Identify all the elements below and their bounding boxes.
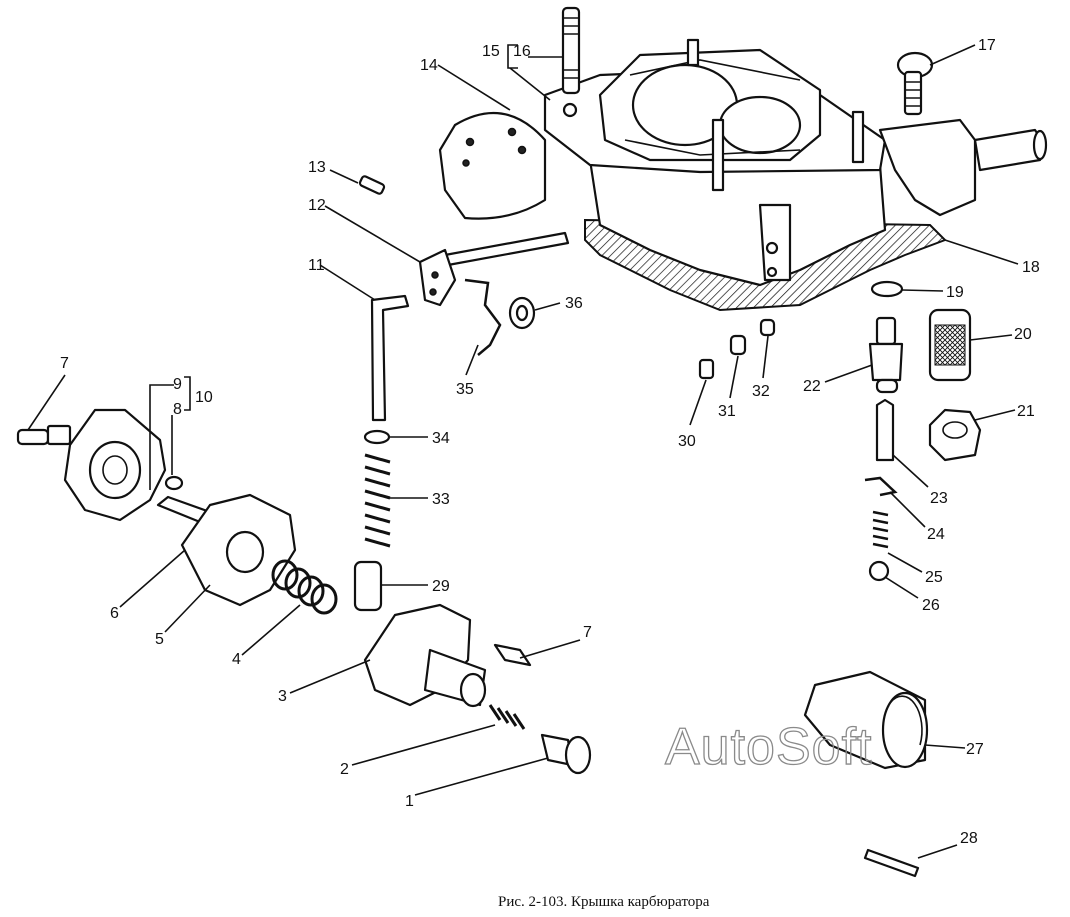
plug-31 xyxy=(729,334,747,356)
callout-label: 16 xyxy=(513,43,531,60)
callout-label: 17 xyxy=(978,37,996,54)
callout-label: 10 xyxy=(195,389,213,406)
callout-label: 27 xyxy=(966,741,984,758)
callout-label: 24 xyxy=(927,526,945,543)
screw-13 xyxy=(358,175,386,195)
callout-label: 31 xyxy=(718,403,736,420)
plug-32 xyxy=(759,318,776,337)
callout-label: 21 xyxy=(1017,403,1035,420)
figure-caption: Рис. 2-103. Крышка карбюратора xyxy=(498,894,710,910)
callout-label: 8 xyxy=(173,401,182,418)
bushing-29 xyxy=(353,560,383,612)
callout-label: 13 xyxy=(308,159,326,176)
callout-label: 19 xyxy=(946,284,964,301)
callout-label: 11 xyxy=(308,257,325,274)
callout-label: 32 xyxy=(752,383,770,400)
callout-label: 29 xyxy=(432,578,450,595)
side-bracket xyxy=(758,203,792,282)
spring-4 xyxy=(271,559,338,615)
callout-label: 12 xyxy=(308,197,326,214)
stud-16 xyxy=(561,6,581,95)
washer-19 xyxy=(870,280,904,298)
cover-plate-14 xyxy=(438,111,547,220)
callout-label: 26 xyxy=(922,597,940,614)
callout-label: 7 xyxy=(583,624,592,641)
washer-34 xyxy=(363,429,391,445)
callout-label: 22 xyxy=(803,378,821,395)
callout-label: 35 xyxy=(456,381,474,398)
housing-3 xyxy=(363,603,487,708)
screw-1 xyxy=(540,733,592,775)
callout-label: 20 xyxy=(1014,326,1032,343)
valve-seat-22 xyxy=(868,316,904,394)
screw-7-center xyxy=(493,643,532,667)
plug-30 xyxy=(698,358,715,380)
callout-label: 15 xyxy=(482,43,500,60)
fuel-inlet-boss xyxy=(878,118,977,217)
screw-7-left xyxy=(16,424,72,446)
leader-lines xyxy=(27,44,1019,859)
clip-24 xyxy=(864,476,898,497)
ring-8 xyxy=(164,475,184,491)
stud xyxy=(686,38,700,67)
screw-17 xyxy=(896,51,934,116)
callout-label: 7 xyxy=(60,355,69,372)
stud xyxy=(851,110,865,164)
callout-label: 1 xyxy=(405,793,414,810)
needle-23 xyxy=(875,398,895,462)
spring-33 xyxy=(364,453,391,548)
callout-label: 4 xyxy=(232,651,241,668)
spring-25 xyxy=(872,510,889,549)
callout-label: 14 xyxy=(420,57,438,74)
callout-label: 25 xyxy=(925,569,943,586)
diaphragm-27 xyxy=(803,670,929,770)
carburetor-cover-body xyxy=(543,38,1048,312)
callout-label: 23 xyxy=(930,490,948,507)
shaft-lever-12 xyxy=(418,231,570,307)
lever-35 xyxy=(464,278,502,356)
flange-hole xyxy=(562,102,578,118)
callout-label: 18 xyxy=(1022,259,1040,276)
rod-11 xyxy=(370,294,410,422)
callout-labels: 1 2 3 4 5 6 7 7 8 9 10 11 12 13 14 15 16… xyxy=(60,37,1040,847)
ball-26 xyxy=(868,560,890,582)
callout-label: 28 xyxy=(960,830,978,847)
watermark-text: AutoSoft xyxy=(665,718,872,776)
air-horn-bore-right xyxy=(718,95,802,155)
plug-21 xyxy=(928,408,982,462)
callout-label: 34 xyxy=(432,430,450,447)
callout-label: 33 xyxy=(432,491,450,508)
stud xyxy=(711,118,725,192)
callout-label: 30 xyxy=(678,433,696,450)
spring-2 xyxy=(488,704,526,730)
callout-label: 3 xyxy=(278,688,287,705)
callout-label: 9 xyxy=(173,376,182,393)
callout-label: 2 xyxy=(340,761,349,778)
callout-label: 36 xyxy=(565,295,583,312)
callout-label: 6 xyxy=(110,605,119,622)
callout-label: 5 xyxy=(155,631,164,648)
air-horn-ribs xyxy=(624,59,801,156)
pin-28 xyxy=(863,848,920,878)
